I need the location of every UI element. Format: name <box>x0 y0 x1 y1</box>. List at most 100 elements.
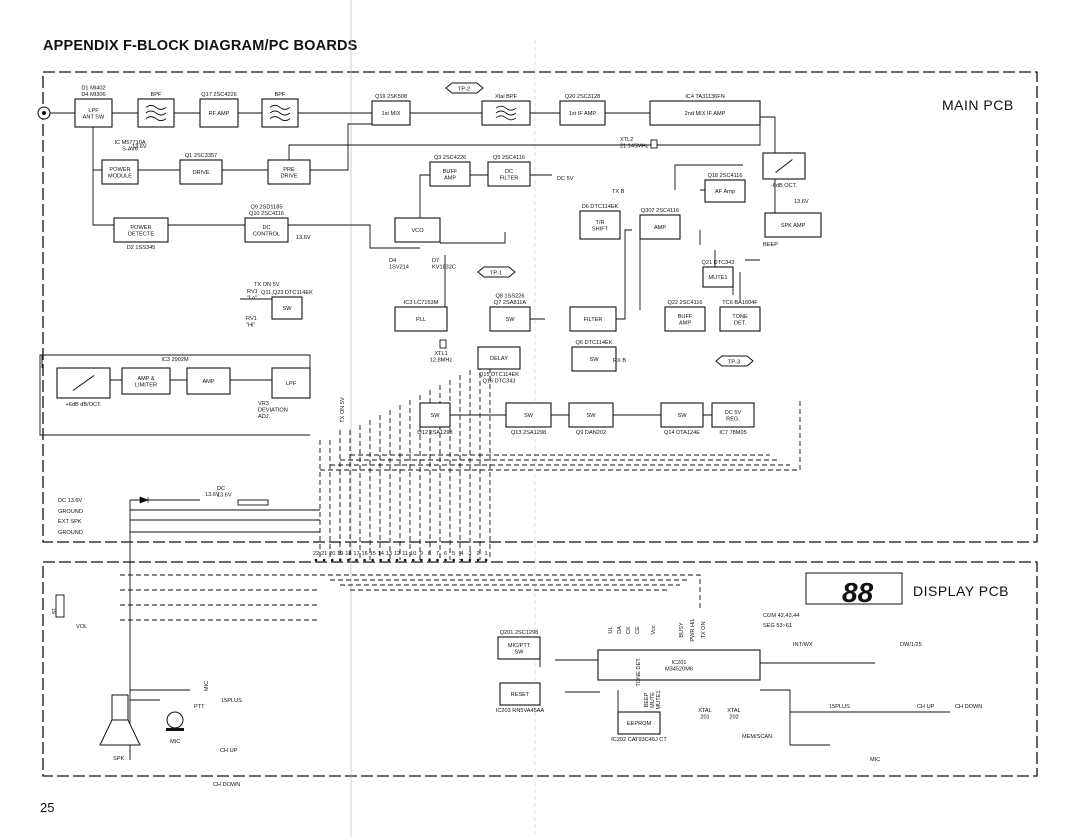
label-beep2: BEEP <box>644 692 650 707</box>
block-box <box>597 649 761 681</box>
page-title: APPENDIX F-BLOCK DIAGRAM/PC BOARDS <box>43 38 358 54</box>
block-label: SW <box>505 317 515 323</box>
connector-pin-label: 1 <box>485 551 488 557</box>
connector-pin <box>484 558 488 562</box>
part-number-line: IC3 LC7153M <box>404 300 439 306</box>
label-d7-line: KV1832C <box>432 265 456 271</box>
label-extspk-line: EXT SPK <box>58 519 82 525</box>
label-v136-3: 13.6V <box>794 199 809 205</box>
label-chupb-line: CH UP <box>220 748 238 754</box>
block-box <box>394 217 441 243</box>
block-box <box>271 296 303 320</box>
label-mic-conn-line: MIC <box>204 681 210 691</box>
part-number: IC3 LC7153M <box>404 300 439 306</box>
part-number-line: Q12 2SA1298 <box>417 430 452 436</box>
speaker-icon <box>99 694 141 746</box>
block-label: DET. <box>734 320 747 326</box>
block-box <box>137 98 175 128</box>
connector-pin <box>411 558 415 562</box>
block-label: -6dB OCT. <box>771 183 798 189</box>
block-box <box>559 100 606 126</box>
block-label: SHIFT <box>592 226 609 232</box>
block-label: 2nd MIX IF AMP <box>685 111 726 117</box>
connector-pin-label: 22 <box>313 551 319 557</box>
part-number: Q20 2SC3128 <box>565 94 600 100</box>
label-mute2: MUTE <box>650 692 656 708</box>
display-pcb-label: DISPLAY PCB <box>913 583 1009 599</box>
label-xtl1-line: 12.8MHz <box>430 358 453 364</box>
label-dc136-line: DC 13.6V <box>58 498 83 504</box>
connector-pin-label: 6 <box>444 551 447 557</box>
label-ic3-group: IC3 2902M <box>161 357 189 363</box>
block-box <box>568 402 614 428</box>
block-label: DC <box>505 169 513 175</box>
block-label: AMP <box>654 225 666 231</box>
part-number: D6 DTC114EK <box>582 204 619 210</box>
label-dw: DW/1/25 <box>900 642 922 648</box>
block-box <box>499 682 541 706</box>
label-txon5v: TX ON 5V <box>254 282 280 288</box>
label-dc5v-line: DC 5V <box>557 176 574 182</box>
label-mic-lbl: MIC <box>870 757 880 763</box>
block-label: 1st IF AMP <box>569 111 597 117</box>
part-number-line: D1 MI402 <box>81 86 105 92</box>
label-dw-line: DW/1/25 <box>900 642 922 648</box>
block-amp-ic3: AMP <box>186 367 231 395</box>
block-label: Xtal BPF <box>495 94 518 100</box>
label-vr3-line: ADJ. <box>258 414 271 420</box>
part-number: Q201 2SC1298 <box>500 630 539 636</box>
test-point-shape <box>477 266 516 278</box>
label-txb: TX B <box>612 189 625 195</box>
label-chdownb-line: CH DOWN <box>213 782 240 788</box>
block-spk-amp: SPK AMP <box>764 212 822 238</box>
label-xtl1-line: XTL1 <box>434 351 447 357</box>
label-beep: BEEP <box>763 242 778 248</box>
label-pin-vcc: Vcc <box>651 625 657 635</box>
block-bpf2: BPF <box>261 92 299 128</box>
connector-pin-label: 14 <box>378 551 384 557</box>
label-v136-2: 13.6V <box>296 235 311 241</box>
block-box <box>394 306 448 332</box>
label-mute1-line: MUTE1 <box>656 691 662 710</box>
label-tonedet: TONE DET. <box>636 657 642 687</box>
block-label: FILTER <box>584 317 603 323</box>
label-mute2-line: MUTE <box>650 692 656 708</box>
display-pcb-outline <box>42 561 1038 777</box>
block-label: AMP <box>679 320 691 326</box>
connector-pin-label: 16 <box>361 551 367 557</box>
label-intwx-line: INT/WX <box>793 642 813 648</box>
connector-pin <box>347 558 350 562</box>
connector-pin-label: 20 <box>329 551 335 557</box>
connector-pin <box>460 558 464 562</box>
block-label: DC <box>262 225 270 231</box>
label-rxb: RX B <box>613 358 626 364</box>
connector-pin-label: 10 <box>410 551 416 557</box>
label-plus15-line: 15PLUS <box>829 704 850 710</box>
part-number-line: IC4 TA31136FN <box>685 94 725 100</box>
label-mic-line: MIC <box>170 739 180 745</box>
block-amp-limiter: AMP &LIMITER <box>121 367 171 395</box>
label-pin-vcc-line: Vcc <box>651 625 657 635</box>
harness <box>120 360 801 621</box>
block-box <box>74 98 113 128</box>
block-label: SPK AMP <box>781 223 806 229</box>
part-number: D2 1SS345 <box>127 245 156 251</box>
part-number: Q1 2SC3357 <box>185 153 217 159</box>
label-dc-fuse-line: 13.6V <box>217 493 232 499</box>
part-number-line: Q10 2SC4116 <box>249 211 284 217</box>
part-number-line: Q13 2SA1298 <box>511 430 546 436</box>
connector-pin-label: 18 <box>345 551 351 557</box>
wiring <box>39 112 950 760</box>
